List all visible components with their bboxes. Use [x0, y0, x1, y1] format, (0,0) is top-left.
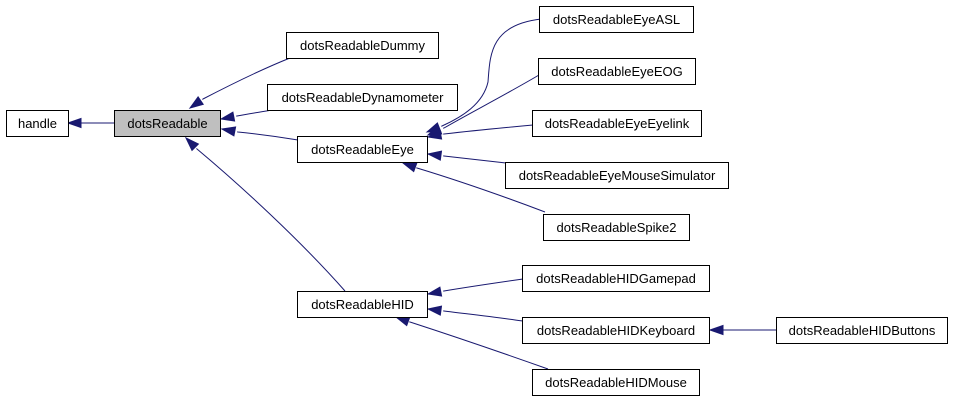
edge-line	[409, 321, 549, 370]
node-dotsReadableEyeMouseSimulator[interactable]: dotsReadableEyeMouseSimulator	[505, 162, 729, 189]
node-box	[6, 110, 69, 137]
node-dotsReadableHIDKeyboard[interactable]: dotsReadableHIDKeyboard	[522, 317, 710, 344]
edge-dotsReadableHIDMouse-to-dotsReadableHID	[394, 316, 549, 370]
edge-dotsReadable-to-handle	[66, 117, 114, 129]
node-box	[543, 214, 690, 241]
node-label: dotsReadableSpike2	[557, 220, 677, 235]
edge-line	[443, 124, 534, 135]
edge-line	[442, 74, 540, 129]
node-dotsReadableEyeEyelink[interactable]: dotsReadableEyeEyelink	[532, 110, 702, 137]
node-label: dotsReadable	[127, 116, 207, 131]
node-box	[539, 6, 694, 33]
node-label: dotsReadableEyeEOG	[551, 64, 683, 79]
arrowhead	[401, 162, 418, 173]
node-dotsReadableSpike2[interactable]: dotsReadableSpike2	[543, 214, 690, 241]
arrowhead	[426, 129, 443, 140]
node-box	[532, 110, 702, 137]
node-label: dotsReadableEyeASL	[553, 12, 680, 27]
node-dotsReadableHIDMouse[interactable]: dotsReadableHIDMouse	[532, 369, 700, 396]
node-dotsReadableHID[interactable]: dotsReadableHID	[297, 291, 428, 318]
arrowhead	[426, 286, 443, 297]
node-dotsReadable: dotsReadable	[114, 110, 221, 137]
node-box	[776, 317, 948, 344]
node-label: dotsReadableEyeMouseSimulator	[519, 168, 716, 183]
node-dotsReadableDummy[interactable]: dotsReadableDummy	[286, 32, 439, 59]
arrowhead	[426, 305, 443, 316]
node-label: dotsReadableEyeEyelink	[545, 116, 690, 131]
node-box	[532, 369, 700, 396]
edge-dotsReadableDynamometer-to-dotsReadable	[219, 109, 273, 122]
node-dotsReadableHIDGamepad[interactable]: dotsReadableHIDGamepad	[522, 265, 710, 292]
arrowhead	[220, 126, 237, 137]
node-label: dotsReadableEye	[311, 142, 414, 157]
arrowhead	[184, 136, 200, 152]
edge-line	[236, 109, 273, 117]
node-label: dotsReadableHID	[311, 297, 414, 312]
node-dotsReadableEyeEOG[interactable]: dotsReadableEyeEOG	[538, 58, 696, 85]
edge-line	[416, 167, 546, 213]
edge-line	[443, 310, 524, 322]
edges	[66, 18, 776, 370]
edge-dotsReadableDummy-to-dotsReadable	[188, 57, 291, 109]
edge-dotsReadableHIDKeyboard-to-dotsReadableHID	[426, 305, 524, 322]
edge-dotsReadableEyeMouseSimulator-to-dotsReadableEye	[426, 150, 507, 164]
edge-line	[443, 155, 507, 164]
arrowhead	[394, 316, 411, 327]
edge-dotsReadableEyeEyelink-to-dotsReadableEye	[426, 124, 534, 140]
node-label: dotsReadableDummy	[300, 38, 426, 53]
node-box	[267, 84, 458, 111]
edge-dotsReadableHIDButtons-to-dotsReadableHIDKeyboard	[708, 324, 776, 336]
node-box	[522, 265, 710, 292]
node-box	[522, 317, 710, 344]
arrowhead	[188, 96, 205, 109]
node-dotsReadableEyeASL[interactable]: dotsReadableEyeASL	[539, 6, 694, 33]
nodes: handle dotsReadable dotsReadableDummy dotsR…	[6, 6, 948, 396]
node-label: dotsReadableDynamometer	[282, 90, 445, 105]
node-box	[538, 58, 696, 85]
node-dotsReadableEye[interactable]: dotsReadableEye	[297, 136, 428, 163]
arrowhead	[708, 324, 724, 336]
node-box	[505, 162, 729, 189]
edge-dotsReadableHID-to-dotsReadable	[184, 136, 346, 292]
edge-line	[237, 131, 299, 141]
node-label: dotsReadableHIDButtons	[789, 323, 936, 338]
node-dotsReadableHIDButtons[interactable]: dotsReadableHIDButtons	[776, 317, 948, 344]
node-box	[297, 291, 428, 318]
edge-line	[196, 148, 346, 292]
edge-line	[443, 278, 524, 292]
node-label: dotsReadableHIDKeyboard	[537, 323, 695, 338]
arrowhead	[66, 117, 82, 129]
node-box	[286, 32, 439, 59]
node-label: handle	[18, 116, 57, 131]
edge-dotsReadableEyeASL-to-dotsReadableEye	[425, 18, 542, 133]
node-dotsReadableDynamometer[interactable]: dotsReadableDynamometer	[267, 84, 458, 111]
edge-dotsReadableEye-to-dotsReadable	[220, 126, 299, 141]
node-handle[interactable]: handle	[6, 110, 69, 137]
node-box	[297, 136, 428, 163]
edge-dotsReadableHIDGamepad-to-dotsReadableHID	[426, 278, 524, 297]
edge-line	[202, 57, 291, 100]
edge-dotsReadableSpike2-to-dotsReadableEye	[401, 162, 546, 213]
arrowhead	[219, 111, 236, 122]
node-label: dotsReadableHIDGamepad	[536, 271, 696, 286]
arrowhead	[426, 150, 443, 161]
node-label: dotsReadableHIDMouse	[545, 375, 687, 390]
edge-line	[441, 18, 542, 127]
node-box	[114, 110, 221, 137]
